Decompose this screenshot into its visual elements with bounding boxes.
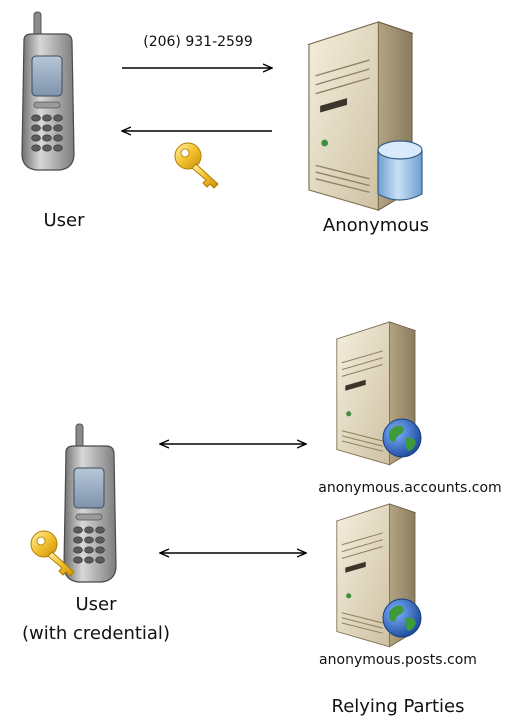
relying-parties-label: Relying Parties: [332, 696, 465, 717]
phone-number-label: (206) 931-2599: [143, 34, 253, 50]
database-icon: [377, 140, 423, 201]
with-credential-label: (with credential): [22, 623, 170, 644]
credential-user-phone-icon: [63, 423, 117, 583]
user-phone-icon: [21, 11, 75, 171]
accounts-globe-icon: [382, 418, 422, 458]
posts-server-label: anonymous.posts.com: [319, 652, 477, 668]
top-user-label: User: [43, 210, 85, 231]
posts-globe-icon: [382, 598, 422, 638]
anonymous-server-label: Anonymous: [323, 215, 429, 236]
accounts-server-label: anonymous.accounts.com: [318, 480, 501, 496]
key-icon: [174, 142, 219, 189]
bottom-user-label: User: [75, 594, 117, 615]
